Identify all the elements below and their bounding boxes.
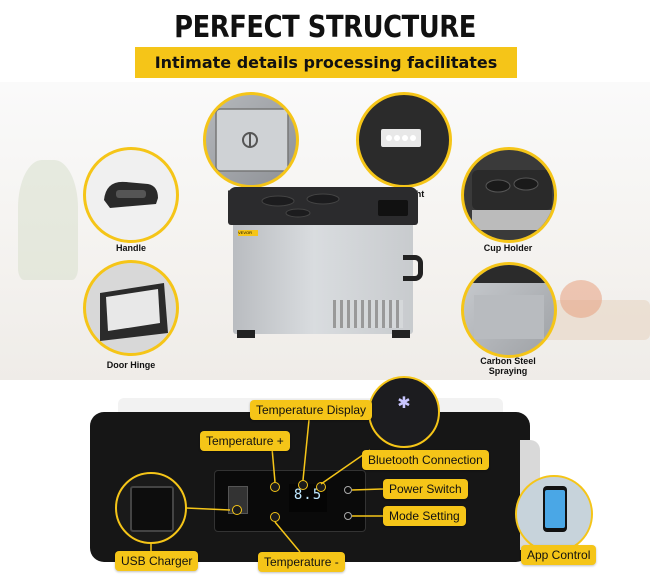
backdrop-plant (18, 160, 78, 280)
cup-holder-icon (472, 170, 552, 230)
carbon-steel-label: Carbon Steel Spraying (480, 356, 536, 376)
display-digits: 8.5 (293, 487, 323, 503)
backdrop-fruit (560, 280, 602, 318)
bluetooth-closeup (368, 376, 440, 448)
door-hinge-label: Door Hinge (106, 360, 156, 370)
temperature-plus-button[interactable] (270, 482, 280, 492)
cup-holder-label: Cup Holder (483, 243, 533, 253)
label-usb-charger: USB Charger (115, 551, 199, 571)
label-mode-setting: Mode Setting (383, 506, 466, 526)
usb-charger-icon (130, 486, 174, 532)
temperature-minus-button[interactable] (270, 512, 280, 522)
door-hinge-detail (83, 260, 179, 356)
bluetooth-button[interactable] (316, 482, 326, 492)
led-light-icon (381, 129, 421, 147)
label-temperature-display: Temperature Display (250, 400, 373, 420)
handle-detail (83, 147, 179, 243)
label-app-control: App Control (521, 545, 597, 565)
page-title: PERFECT STRUCTURE (174, 10, 476, 45)
fridge-foot-right (392, 330, 410, 338)
power-button[interactable] (344, 486, 352, 494)
carbon-steel-detail (461, 262, 557, 358)
handle-label: Handle (115, 243, 146, 253)
steel-panel-icon (464, 265, 554, 339)
fridge-handle (403, 255, 423, 281)
fridge-foot-left (237, 330, 255, 338)
door-hinge-icon (100, 283, 168, 341)
cup-holder-detail (461, 147, 557, 243)
bluetooth-icon: ✱ (397, 395, 411, 412)
led-light-detail (356, 92, 452, 188)
lid-cup-holders-icon (261, 193, 340, 218)
drain-hole-detail (203, 92, 299, 188)
phone-screen (545, 490, 565, 528)
usb-indicator (232, 505, 242, 515)
handle-icon (104, 181, 158, 208)
fridge-vent (333, 300, 403, 328)
label-temperature-minus: Temperature - (258, 552, 345, 572)
label-bluetooth-connection: Bluetooth Connection (362, 450, 489, 470)
brand-logo: VEVOR (238, 230, 258, 236)
label-temperature-plus: Temperature + (200, 431, 290, 451)
label-power-switch: Power Switch (383, 479, 468, 499)
fridge-control-panel (378, 200, 408, 216)
drain-hole-icon (215, 108, 289, 172)
display-indicator (298, 480, 308, 490)
mode-button[interactable] (344, 512, 352, 520)
subtitle-banner (135, 47, 517, 78)
